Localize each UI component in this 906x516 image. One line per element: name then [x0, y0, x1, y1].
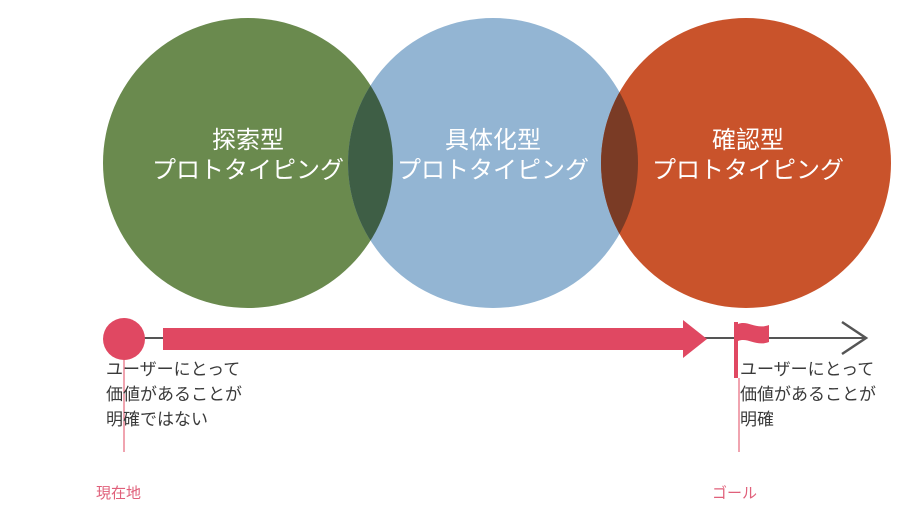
progress-arrow-bar	[163, 328, 683, 350]
confirmatory-circle	[601, 18, 891, 308]
start-description-line: 価値があることが	[106, 385, 242, 405]
confirmatory-label-line1: 確認型	[712, 126, 784, 154]
flag-icon	[734, 322, 769, 378]
concretizing-label-line1: 具体化型	[445, 126, 541, 154]
progress-arrow-head	[683, 320, 707, 358]
axis-arrowhead	[841, 320, 869, 356]
exploratory-label-line1: 探索型	[212, 126, 284, 154]
confirmatory-label-line2: プロトタイピング	[652, 156, 844, 184]
start-description-line: ユーザーにとって	[106, 360, 241, 380]
exploratory-circle	[103, 18, 393, 308]
goal-description: ユーザーにとって 価値があることが 明確	[740, 358, 876, 433]
start-description-line: 明確ではない	[106, 410, 208, 430]
start-description: ユーザーにとって 価値があることが 明確ではない	[106, 358, 242, 433]
goal-description-line: 価値があることが	[740, 385, 876, 405]
concretizing-circle	[348, 18, 638, 308]
goal-description-line: ユーザーにとって	[740, 360, 875, 380]
concretizing-label-line2: プロトタイピング	[397, 156, 589, 184]
start-marker-label: 現在地	[96, 484, 142, 502]
start-point	[103, 318, 145, 360]
exploratory-label-line2: プロトタイピング	[152, 156, 344, 184]
goal-description-line: 明確	[740, 410, 774, 430]
goal-marker-label: ゴール	[712, 484, 758, 502]
